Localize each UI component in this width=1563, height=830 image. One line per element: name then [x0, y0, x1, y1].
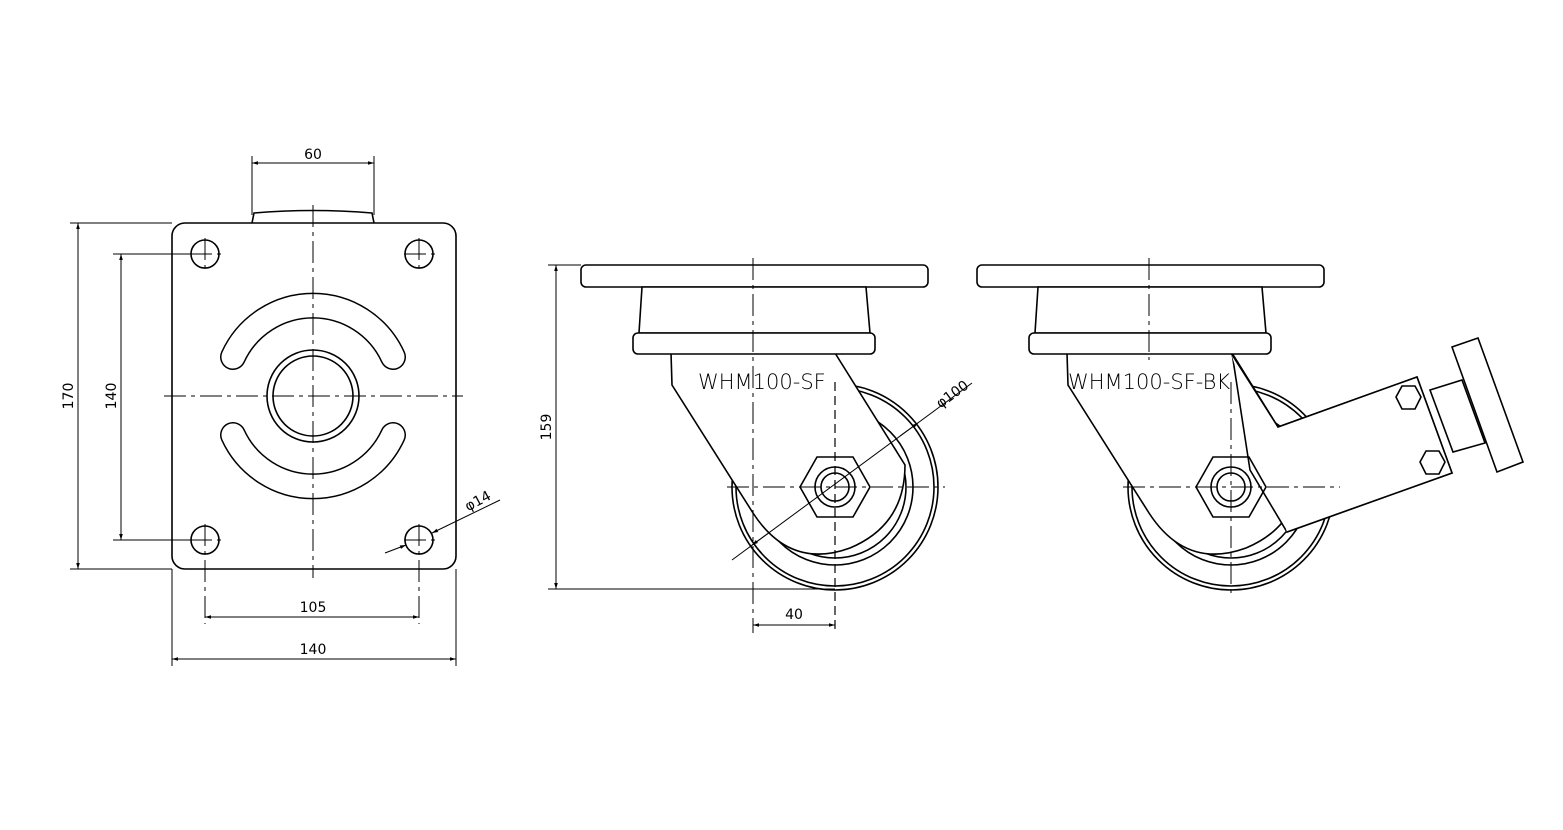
brake-bolt [1395, 385, 1422, 410]
model-label-brake: WHM100-SF-BK [1068, 370, 1230, 394]
dim-plate-width: 140 [300, 642, 327, 658]
dim-tab-width: 60 [304, 147, 322, 163]
flange [632, 332, 876, 355]
brake-view: WHM100-SF-BK [976, 258, 1525, 596]
dim-wheel-diameter: φ100 [933, 378, 972, 412]
top-view: 60 170 140 105 140 φ14 [61, 147, 501, 666]
dim-hole-pitch-horizontal: 105 [300, 600, 327, 616]
brake-block [1428, 379, 1487, 453]
dim-hole-pitch-vertical: 140 [104, 383, 120, 410]
dim-overall-height: 159 [539, 414, 555, 441]
dim-offset: 40 [785, 607, 803, 623]
dim-plate-height: 170 [61, 383, 77, 410]
axle-nut [799, 456, 871, 518]
model-label: WHM100-SF [698, 370, 826, 394]
brake-bolt [1419, 450, 1446, 475]
swivel-housing [638, 286, 871, 334]
brake-pedal [1450, 336, 1525, 474]
top-plate-side [580, 264, 929, 288]
side-view: WHM100-SF φ100 159 40 [539, 258, 973, 633]
mounting-holes [190, 239, 434, 555]
